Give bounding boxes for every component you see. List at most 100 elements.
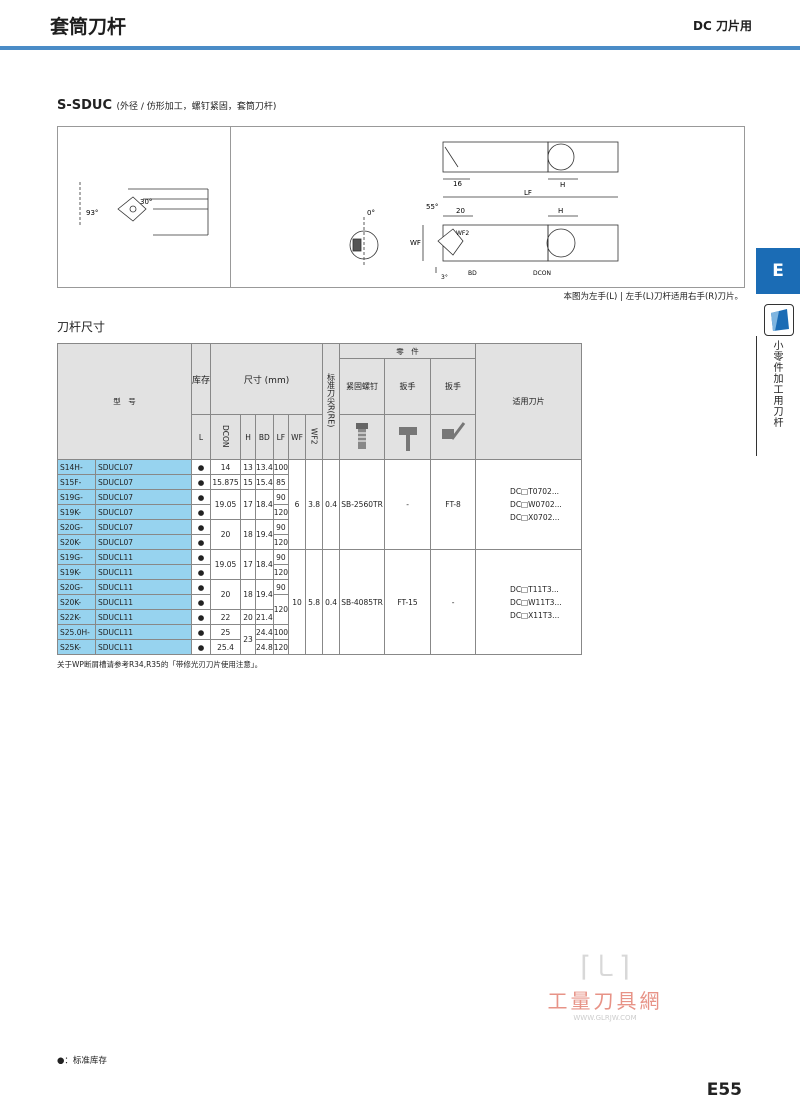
col-wf2: WF2 — [305, 414, 324, 460]
table-cell: 13 — [240, 459, 257, 475]
col-wrench-1: 扳手 — [384, 358, 432, 415]
model-suffix: SDUCL11 — [95, 594, 192, 610]
table-cell: 15 — [240, 474, 257, 490]
col-stock: 库存 — [190, 343, 212, 415]
stock-mark: ● — [190, 504, 212, 520]
table-cell: 90 — [272, 489, 290, 505]
header-rule — [0, 46, 800, 50]
table-cell: 100 — [272, 459, 290, 475]
stock-mark: ● — [190, 474, 212, 490]
stock-mark: ● — [190, 519, 212, 535]
insert-code: DC□T11T3... — [510, 584, 559, 594]
table-cell: 25.4 — [210, 639, 242, 655]
footnote: 关于WP断屑槽请参考R34,R35的「带修光刃刀片使用注意」。 — [57, 660, 263, 669]
model-suffix: SDUCL07 — [95, 459, 192, 475]
wrench-code: FT-15 — [384, 549, 432, 655]
table-cell: 6 — [288, 459, 307, 550]
col-wrench-2: 扳手 — [430, 358, 477, 415]
dim-wf: WF — [410, 239, 421, 247]
angle-55: 55° — [426, 203, 438, 211]
torx-wrench-icon — [430, 414, 477, 460]
col-screw: 紧固螺钉 — [339, 358, 386, 415]
table-cell: 20 — [210, 579, 242, 610]
dim-lf: LF — [524, 189, 532, 197]
angle-3: 3° — [441, 274, 448, 281]
stock-mark: ● — [190, 609, 212, 625]
table-cell: 13.4 — [255, 459, 274, 475]
table-cell: 25 — [210, 624, 242, 640]
model-suffix: SDUCL07 — [95, 519, 192, 535]
table-cell: 0.4 — [322, 549, 341, 655]
section-title: 刀杆尺寸 — [57, 320, 106, 334]
model-title: S-SDUC (外径 / 仿形加工，螺钉紧固，套筒刀杆) — [57, 98, 276, 113]
technical-drawing: 30° 93° 0° 16 H LF — [57, 126, 745, 288]
col-re: 标准刀尖R(RE) — [322, 343, 341, 460]
angle-30: 30° — [140, 198, 152, 206]
insert-list: DC□T0702...DC□W0702...DC□X0702... — [475, 459, 583, 550]
table-cell: 100 — [272, 624, 290, 640]
model-prefix: S15F- — [57, 474, 96, 490]
dim-wf2: WF2 — [456, 230, 469, 237]
col-dcon: DCON — [210, 414, 242, 460]
tool-category-glyph — [771, 309, 789, 331]
model-suffix: SDUCL11 — [95, 609, 192, 625]
stock-mark: ● — [190, 534, 212, 550]
model-desc: (外径 / 仿形加工，螺钉紧固，套筒刀杆) — [116, 102, 277, 112]
insert-list: DC□T11T3...DC□W11T3...DC□X11T3... — [475, 549, 583, 655]
insert-code: DC□X0702... — [510, 513, 560, 522]
col-lf: LF — [272, 414, 290, 460]
watermark: ⌈㇄⌉ 工量刀具網 WWW.GLRJW.COM — [540, 945, 670, 1022]
tool-category-icon — [764, 304, 794, 336]
col-l: L — [190, 414, 212, 460]
table-cell: 15.875 — [210, 474, 242, 490]
table-cell: 19.4 — [255, 519, 274, 550]
table-row: S20K-SDUCL07●120 — [57, 534, 582, 550]
model-prefix: S20G- — [57, 519, 96, 535]
table-cell: 120 — [272, 564, 290, 580]
table-cell: 24.8 — [255, 639, 274, 655]
table-cell: 19.4 — [255, 579, 274, 610]
table-cell: 85 — [272, 474, 290, 490]
model-prefix: S19G- — [57, 549, 96, 565]
page-number: E55 — [706, 1080, 742, 1100]
col-parts: 零 件 — [339, 343, 477, 359]
table-cell: 120 — [272, 534, 290, 550]
table-cell: 17 — [240, 549, 257, 580]
watermark-logo: ⌈㇄⌉ — [580, 950, 630, 983]
table-cell: 120 — [272, 639, 290, 655]
table-cell: 90 — [272, 519, 290, 535]
table-cell: 17 — [240, 489, 257, 520]
table-cell: 18.4 — [255, 489, 274, 520]
model-suffix: SDUCL07 — [95, 474, 192, 490]
stock-mark: ● — [190, 549, 212, 565]
table-cell: 15.4 — [255, 474, 274, 490]
model-prefix: S22K- — [57, 609, 96, 625]
table-cell: 18 — [240, 519, 257, 550]
hex-wrench-icon — [384, 414, 432, 460]
dim-bd: BD — [468, 270, 477, 277]
dim-h-top: H — [560, 181, 565, 189]
col-wf: WF — [288, 414, 307, 460]
chapter-label: 小零件加工用刀杆 — [771, 340, 782, 428]
table-cell: 90 — [272, 579, 290, 595]
table-cell: 24.4 — [255, 624, 274, 640]
table-cell: 10 — [288, 549, 307, 655]
table-cell: 21.4 — [255, 609, 274, 625]
table-cell: 23 — [240, 624, 257, 655]
col-dcon-label: DCON — [221, 424, 231, 448]
model-suffix: SDUCL11 — [95, 639, 192, 655]
watermark-url: WWW.GLRJW.COM — [573, 1014, 637, 1022]
holder-dimension-table: 型 号 库存 尺寸 (mm) 标准刀尖R(RE) 零 件 适用刀片 紧固螺钉 扳… — [57, 343, 583, 655]
drawing-svg: 30° 93° 0° 16 H LF — [79, 141, 619, 281]
stock-mark: ● — [190, 624, 212, 640]
model-suffix: SDUCL11 — [95, 549, 192, 565]
col-re-label: 标准刀尖R(RE) — [326, 373, 336, 428]
model-suffix: SDUCL07 — [95, 534, 192, 550]
stock-mark: ● — [190, 639, 212, 655]
